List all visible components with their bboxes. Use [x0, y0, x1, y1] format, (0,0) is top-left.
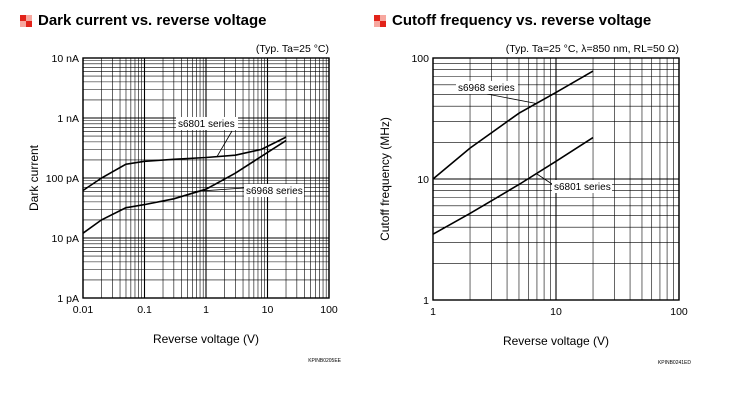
x-tick-label: 0.1: [137, 304, 152, 316]
series-label-leader: [196, 187, 245, 192]
series-line-2: [82, 139, 287, 234]
left-chart-header: Dark current vs. reverse voltage: [20, 12, 266, 29]
figure-code: KPINB0205EE: [308, 358, 341, 364]
y-tick-label: 10: [417, 174, 429, 186]
x-tick-label: 1: [203, 304, 209, 316]
right-chart-title: Cutoff frequency vs. reverse voltage: [392, 12, 652, 29]
plot-frame: [82, 57, 330, 299]
series-label-leader: [486, 93, 538, 104]
series-line-1: [432, 70, 594, 180]
x-axis-title: Reverse voltage (V): [153, 332, 259, 346]
y-tick-label: 100 pA: [46, 173, 79, 185]
series-line-1: [82, 136, 287, 192]
series-line-2: [432, 136, 594, 235]
y-tick-label: 1 pA: [57, 293, 79, 305]
series-label: s6801 series: [554, 182, 611, 193]
y-tick-label: 100: [411, 53, 429, 65]
red-bullet-icon: [20, 14, 32, 27]
right-chart-header: Cutoff frequency vs. reverse voltage: [374, 12, 651, 29]
x-axis-title: Reverse voltage (V): [503, 334, 609, 348]
figure-code: KPINB0241ED: [658, 360, 691, 366]
series-label: s6968 series: [458, 83, 515, 94]
red-bullet-icon: [374, 14, 386, 27]
series-label-background: [176, 117, 238, 130]
series-label-background: [456, 81, 518, 94]
x-tick-label: 100: [320, 304, 338, 316]
series-label-leader: [536, 173, 553, 185]
x-tick-label: 0.01: [73, 304, 94, 316]
series-label-background: [552, 180, 612, 193]
series-label: s6801 series: [178, 119, 235, 130]
y-tick-label: 10 nA: [52, 53, 79, 65]
y-axis-title: Dark current: [27, 144, 41, 211]
y-tick-label: 1 nA: [57, 113, 79, 125]
left-chart-title: Dark current vs. reverse voltage: [38, 12, 267, 29]
x-tick-label: 10: [550, 306, 562, 318]
dark-current-chart: 0.01 0.1 1 10 100 1 pA 10 pA 100 pA 1 nA 10 nA (Ty…: [27, 43, 342, 364]
series-label-leader: [216, 130, 233, 158]
y-tick-label: 10 pA: [52, 233, 79, 245]
series-label: s6968 series: [246, 186, 303, 197]
cutoff-frequency-chart: 1 10 100 1 10 100 (Typ. Ta=25 °C, λ=850 nm, RL…: [378, 43, 691, 366]
condition-label: (Typ. Ta=25 °C): [256, 43, 329, 55]
x-tick-label: 10: [262, 304, 274, 316]
y-tick-label: 1: [423, 295, 429, 307]
y-axis-title: Cutoff frequency (MHz): [378, 117, 392, 241]
x-tick-label: 1: [430, 306, 436, 318]
condition-label: (Typ. Ta=25 °C, λ=850 nm, RL=50 Ω): [506, 43, 679, 55]
series-label-background: [244, 184, 304, 197]
x-tick-label: 100: [670, 306, 688, 318]
